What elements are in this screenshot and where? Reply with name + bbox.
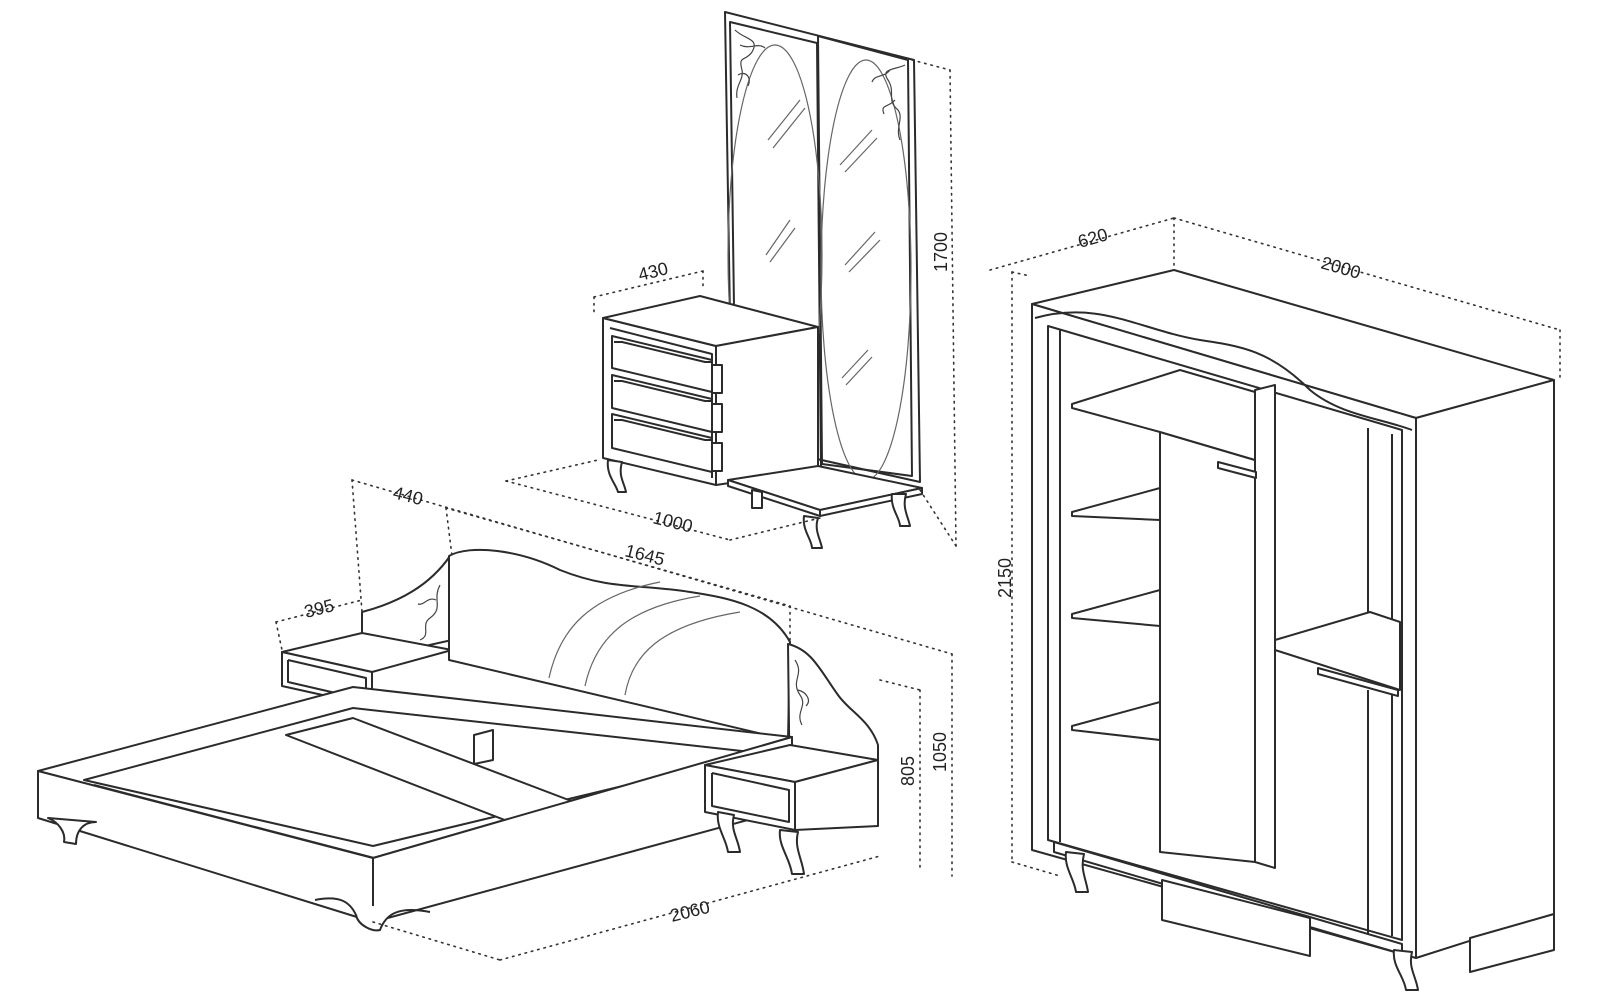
bed-center-support xyxy=(473,729,494,765)
mirror-ornament-left xyxy=(734,29,766,99)
dresser-leg xyxy=(606,459,627,493)
dresser-dimensions: 430 1000 1700 xyxy=(505,59,957,547)
hanging-rod xyxy=(1217,461,1257,479)
mirror-ornament-right xyxy=(871,64,906,141)
bed-length-label: 2060 xyxy=(668,897,712,926)
bottom-drawer xyxy=(1161,879,1311,957)
dresser-height-label: 1700 xyxy=(931,232,951,272)
bed-dimensions: 440 1645 395 2060 805 1050 xyxy=(275,479,953,961)
nightstand-width-label: 395 xyxy=(302,595,336,622)
headboard-height-label: 1050 xyxy=(930,732,950,772)
shelf-right xyxy=(1274,611,1401,691)
dresser-leg xyxy=(890,493,911,527)
wardrobe-leg xyxy=(1064,851,1089,893)
center-panel-right xyxy=(1254,384,1276,869)
shelf xyxy=(1071,701,1161,741)
shelf xyxy=(1071,487,1161,521)
wardrobe-leg xyxy=(1392,949,1419,991)
hanging-rod xyxy=(1317,667,1399,697)
dresser-width-label: 1000 xyxy=(651,507,695,536)
wardrobe-unit xyxy=(1031,269,1555,991)
wardrobe-depth-label: 620 xyxy=(1076,224,1110,252)
shelf xyxy=(1071,589,1161,627)
nightstand-leg xyxy=(716,811,741,853)
bed-unit xyxy=(37,548,879,932)
headboard xyxy=(448,548,791,741)
nightstand-height-label: 805 xyxy=(898,756,918,786)
dresser-side xyxy=(715,326,819,486)
wardrobe-crown xyxy=(1034,311,1413,431)
shelf-top xyxy=(1071,369,1256,461)
headboard-width-label: 1645 xyxy=(623,540,667,569)
wardrobe-height-label: 2150 xyxy=(995,558,1015,598)
dresser-leg xyxy=(751,489,763,509)
wardrobe-side xyxy=(1415,379,1555,959)
nightstand-depth-label: 440 xyxy=(391,482,425,509)
wardrobe-plinth xyxy=(1469,913,1555,973)
dresser-leg xyxy=(802,515,823,549)
dresser-mirror-unit xyxy=(602,11,923,549)
right-nightstand-side xyxy=(794,759,879,831)
wardrobe-width-label: 2000 xyxy=(1319,253,1363,283)
center-panel-left xyxy=(1159,431,1256,863)
nightstand-leg xyxy=(778,829,805,875)
bed-leg xyxy=(47,817,97,845)
dresser-drawers xyxy=(611,335,723,473)
bed-leg-front xyxy=(314,897,431,932)
